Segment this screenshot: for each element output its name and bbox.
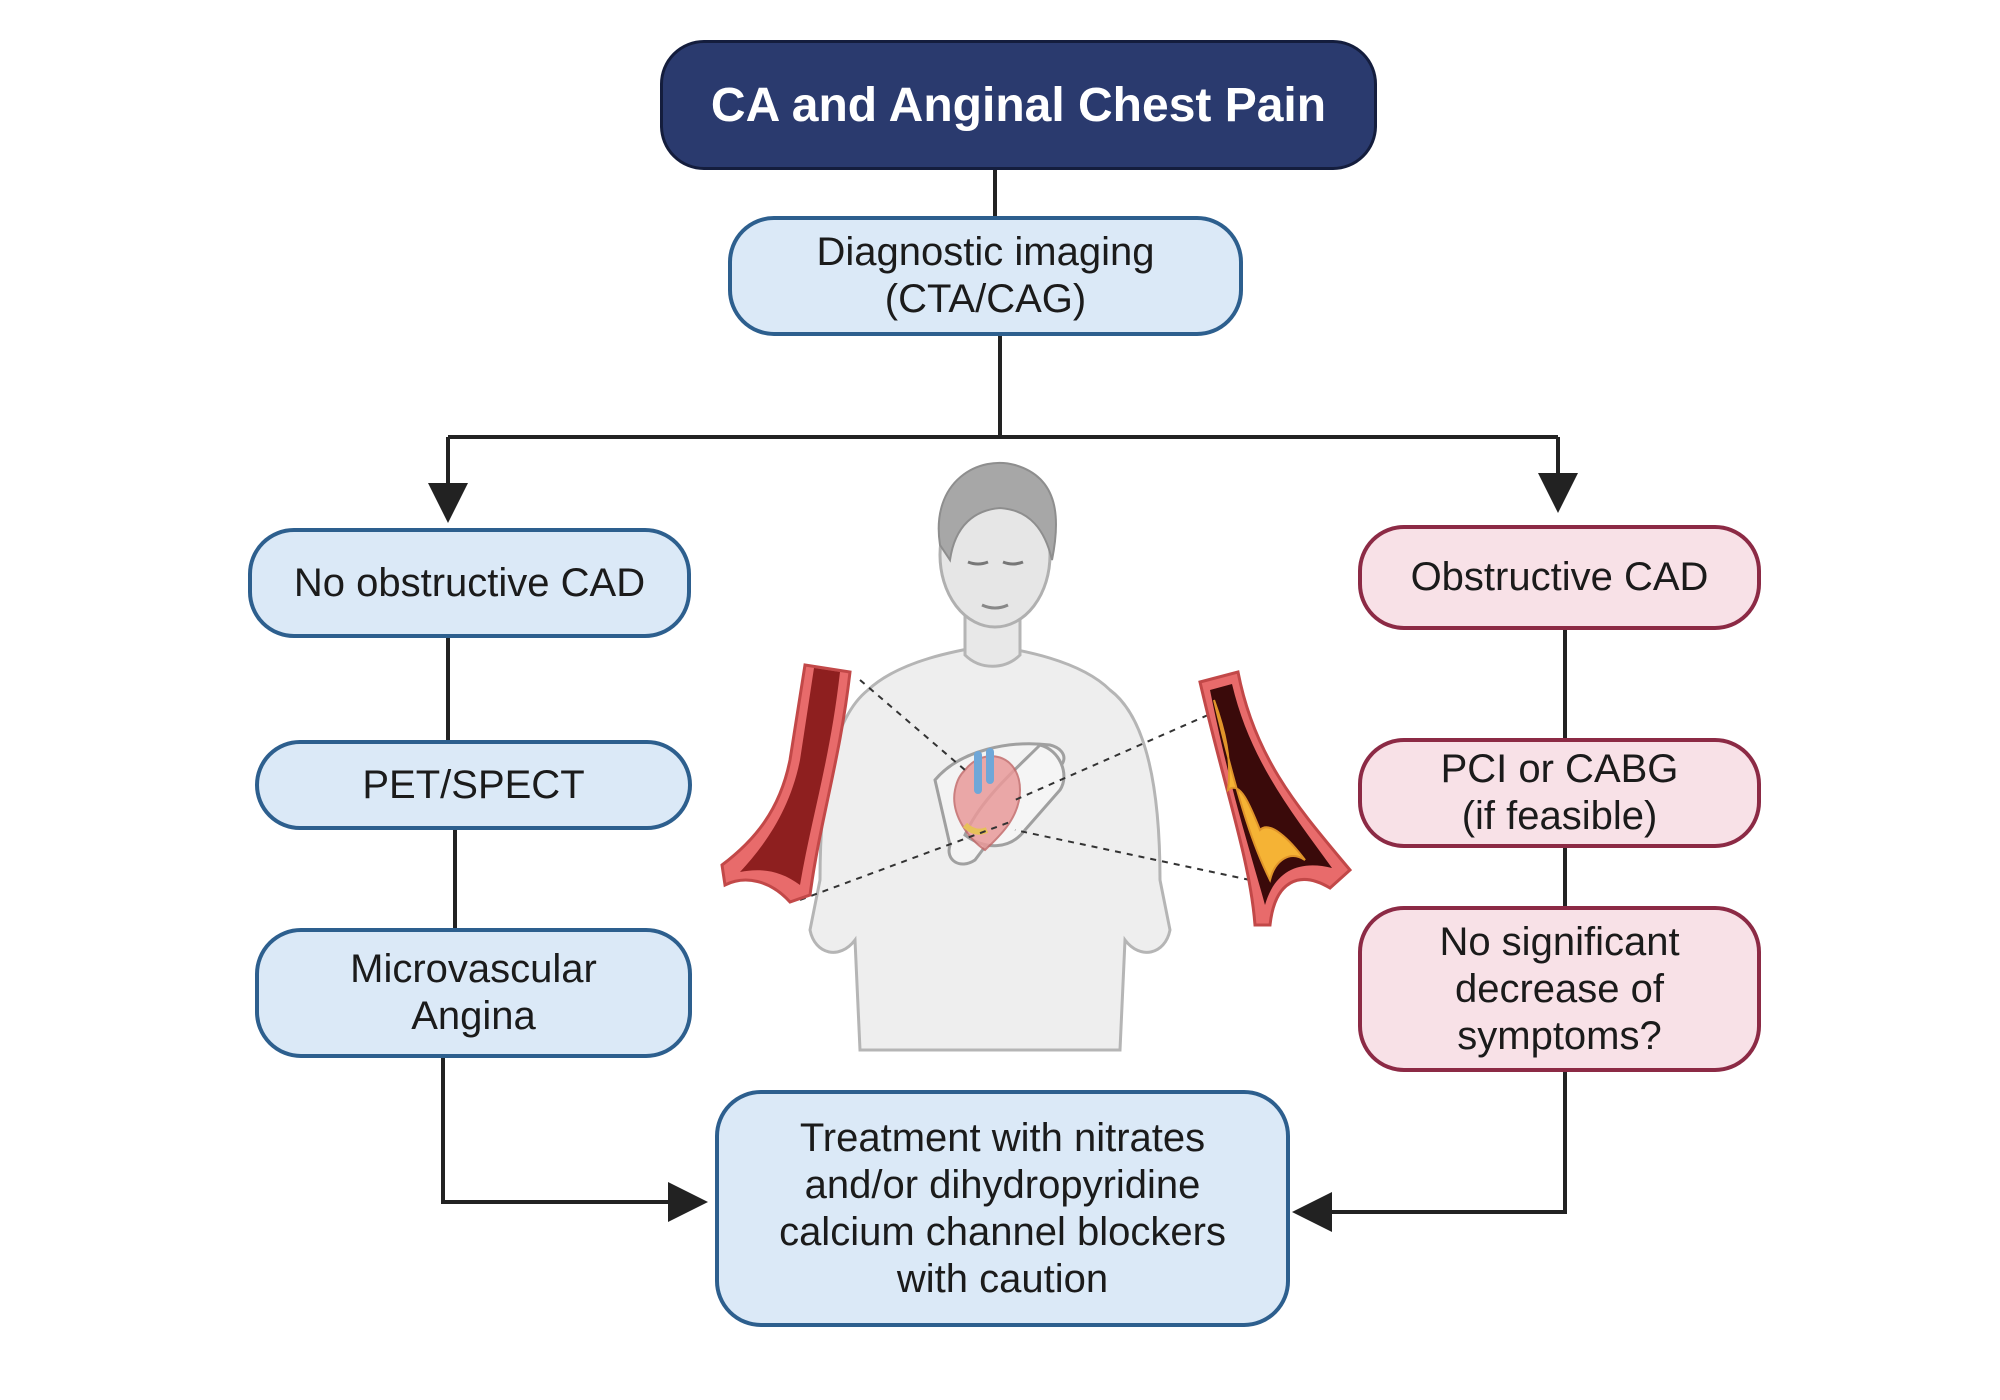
normal-artery-icon — [720, 663, 852, 904]
node-treatment-label: Treatment with nitrates and/or dihydropy… — [779, 1115, 1226, 1301]
node-obstructive-cad: Obstructive CAD — [1358, 525, 1761, 630]
node-pci-cabg: PCI or CABG (if feasible) — [1358, 738, 1761, 848]
page-title: CA and Anginal Chest Pain — [710, 78, 1327, 132]
node-microvascular-angina: Microvascular Angina — [255, 928, 692, 1058]
plaque-artery-icon — [1198, 670, 1353, 927]
node-no-significant-decrease-label: No significant decrease of symptoms? — [1439, 919, 1680, 1058]
node-no-obstructive-cad-label: No obstructive CAD — [293, 560, 646, 605]
node-pet-spect-label: PET/SPECT — [362, 762, 585, 807]
arrow-nodecrease-treatment — [1292, 1072, 1567, 1232]
node-pci-cabg-label: PCI or CABG (if feasible) — [1440, 747, 1679, 838]
arrow-micro-treatment — [441, 1058, 708, 1222]
node-obstructive-cad-label: Obstructive CAD — [1410, 555, 1709, 599]
node-no-significant-decrease: No significant decrease of symptoms? — [1358, 906, 1761, 1072]
node-no-obstructive-cad: No obstructive CAD — [248, 528, 691, 638]
node-diagnostic-imaging-label: Diagnostic imaging (CTA/CAG) — [816, 230, 1155, 321]
node-pet-spect: PET/SPECT — [255, 740, 692, 830]
node-diagnostic-imaging: Diagnostic imaging (CTA/CAG) — [728, 216, 1243, 336]
patient-chest-pain-icon — [799, 461, 1251, 1052]
node-microvascular-angina-label: Microvascular Angina — [350, 947, 597, 1038]
node-treatment: Treatment with nitrates and/or dihydropy… — [715, 1090, 1290, 1327]
title-box: CA and Anginal Chest Pain — [660, 40, 1377, 170]
